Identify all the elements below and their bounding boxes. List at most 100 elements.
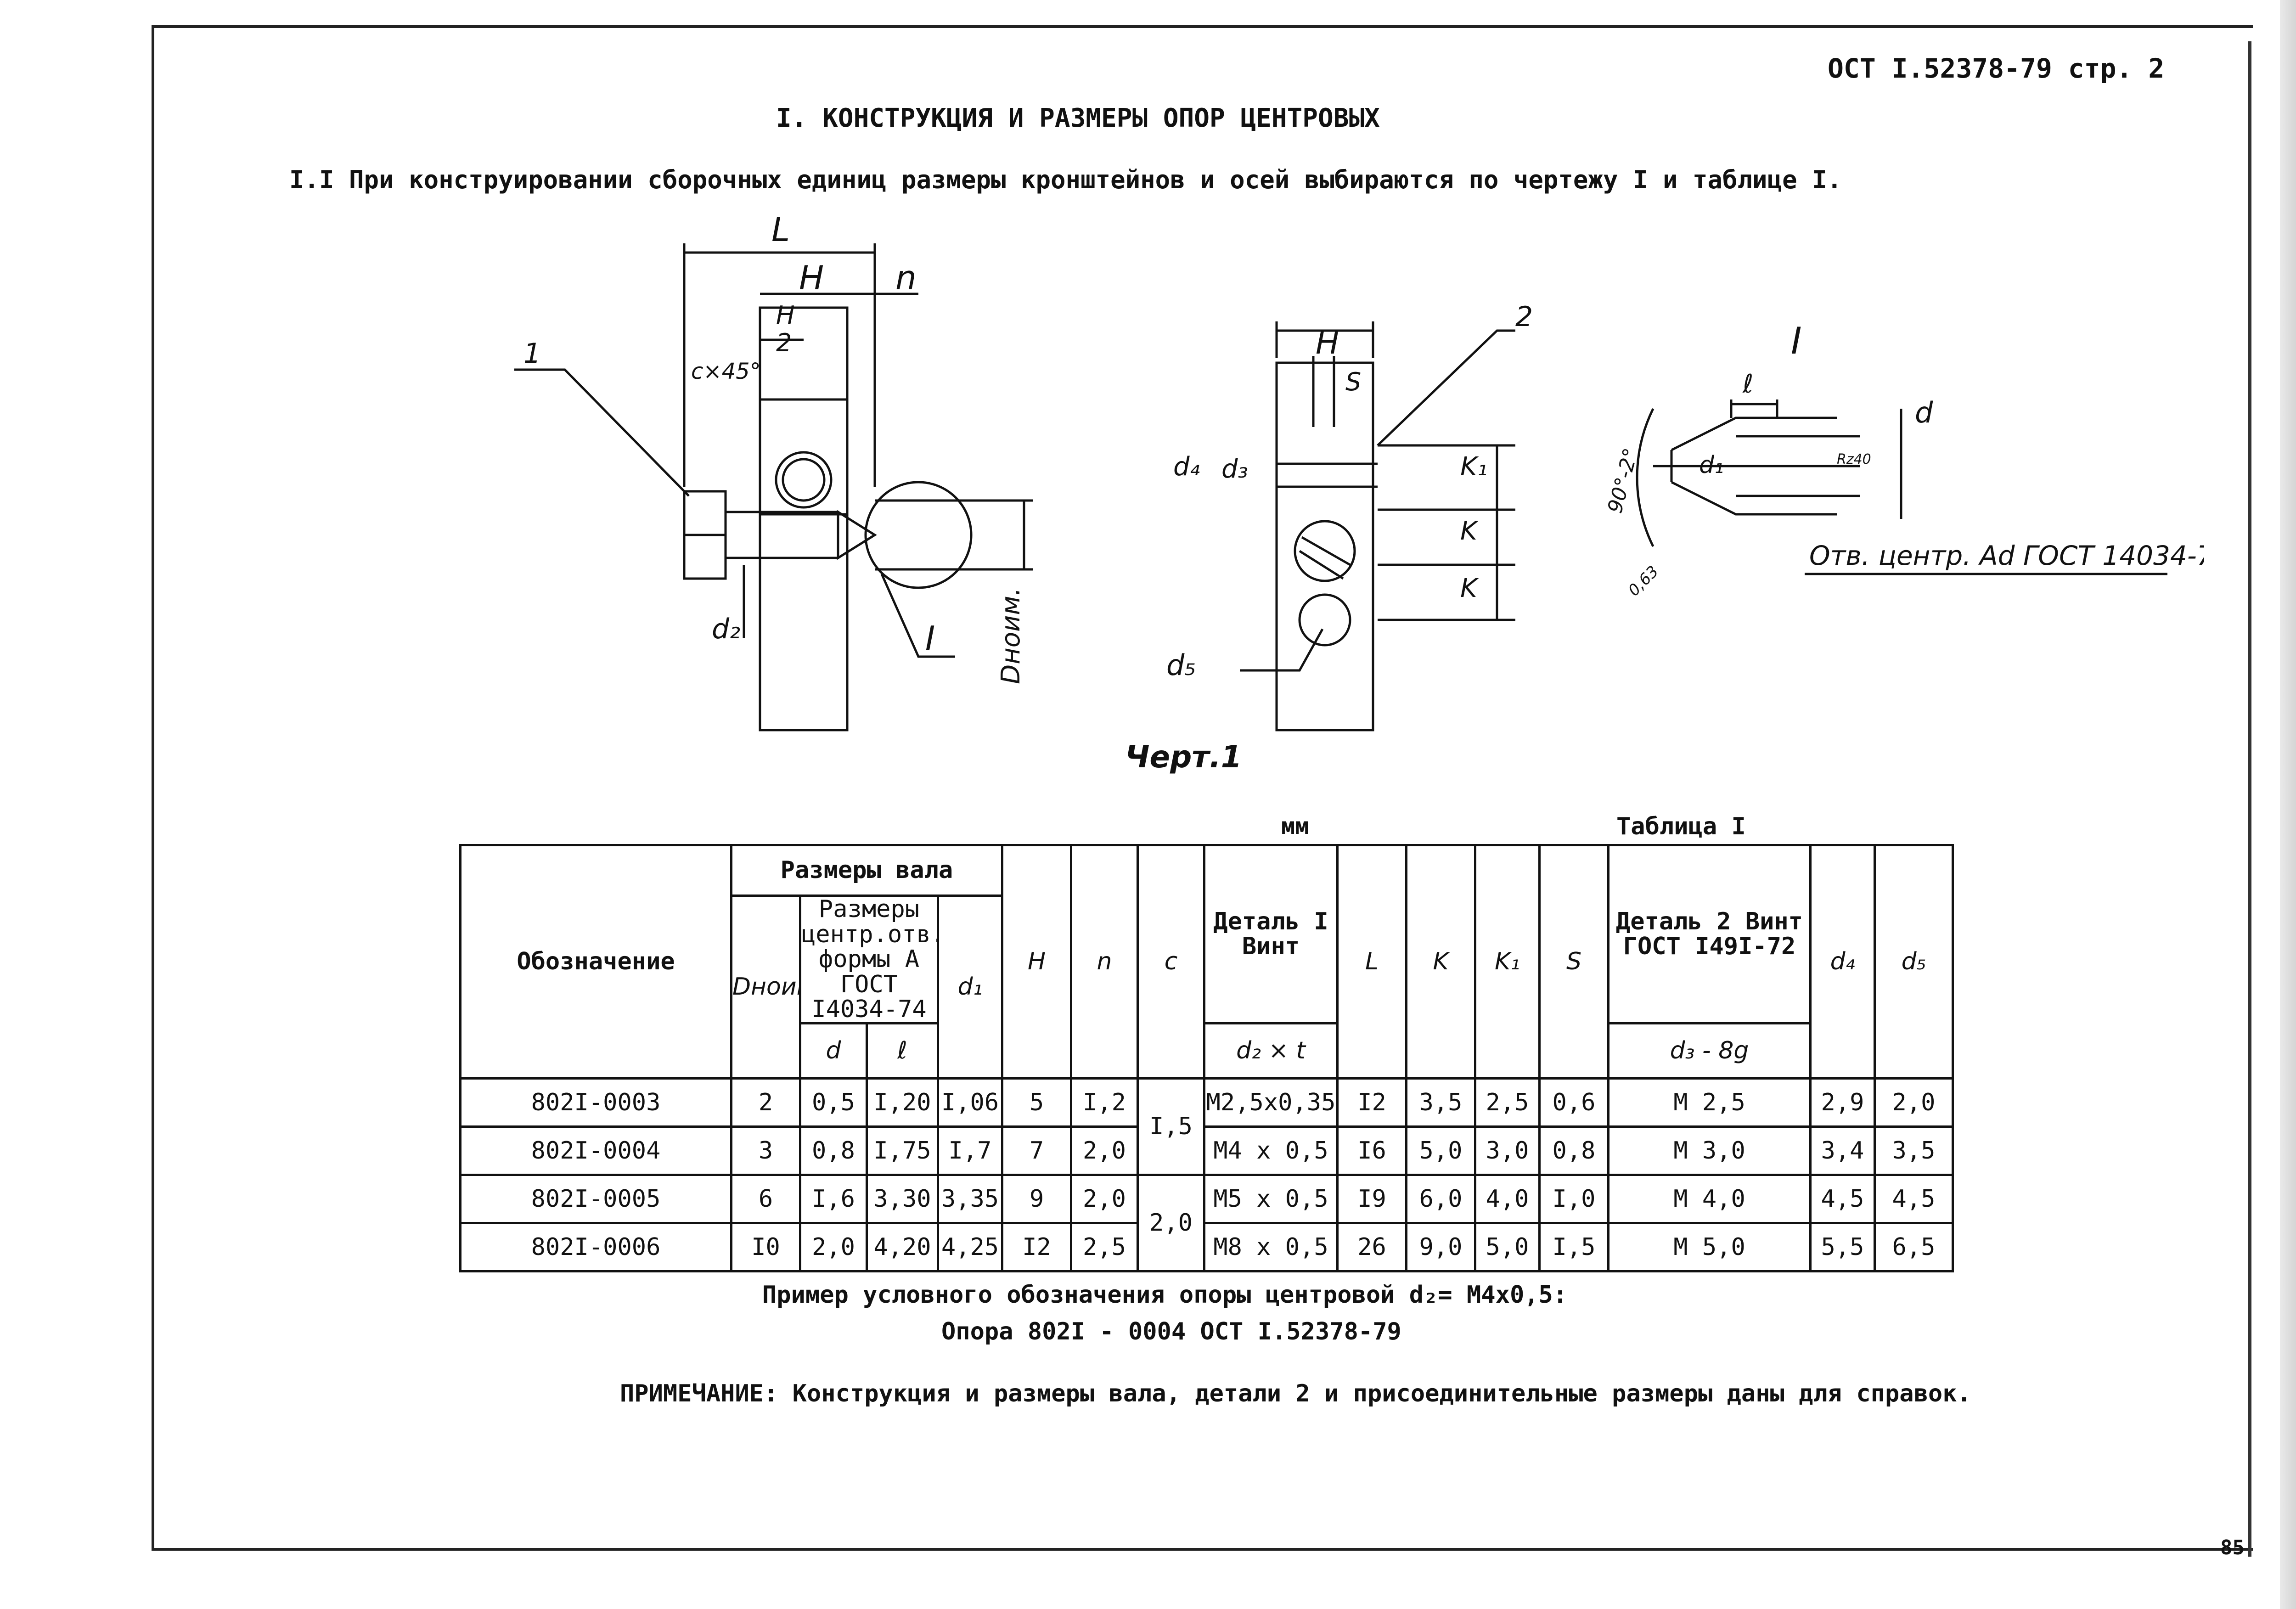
dim-H2-num: H	[776, 301, 795, 330]
cell-S: 0,8	[1538, 1125, 1609, 1176]
header-S: S	[1538, 844, 1609, 1080]
screw-tip	[837, 510, 877, 560]
cell-L: I9	[1336, 1173, 1407, 1224]
leader-2: 2	[1515, 301, 1533, 333]
cell-n: I,2	[1070, 1077, 1139, 1128]
section-hole-upper	[1294, 520, 1356, 582]
cell-dnom: I0	[730, 1221, 801, 1272]
dim-d3: d₃	[1221, 454, 1248, 484]
cell-d2t: M5 x 0,5	[1203, 1173, 1339, 1224]
header-detail2: Деталь 2 Винт ГОСТ I49I-72	[1607, 844, 1812, 1024]
header-d3: d₃ - 8g	[1607, 1022, 1812, 1080]
cell-d3: M 3,0	[1607, 1125, 1812, 1176]
dim-d2: d₂	[712, 613, 740, 645]
header-dnom: Dноим	[730, 895, 801, 1080]
section-body	[1275, 361, 1374, 731]
table-row: 802I-0003 2 0,5 I,20 I,06 5 I,2 I,5 M2,5…	[459, 1077, 1954, 1176]
section-hole-lower	[1298, 593, 1351, 647]
bracket-body	[759, 306, 849, 731]
header-K: K	[1405, 844, 1476, 1080]
dim-H-2: H	[1316, 325, 1339, 361]
table-label: Таблица I	[1616, 813, 1746, 840]
cell-d2t: M4 x 0,5	[1203, 1125, 1339, 1176]
dim-H2-den: 2	[776, 328, 792, 357]
spec-table: Обозначение Размеры вала H n c Деталь I …	[459, 844, 1954, 1272]
cell-d4: 4,5	[1809, 1173, 1876, 1224]
header-d2t: d₂ × t	[1203, 1022, 1339, 1080]
dim-K-b: K	[1460, 574, 1479, 603]
dim-d4: d₄	[1173, 452, 1200, 482]
view-3-detail	[1636, 399, 2167, 575]
table-row: 802I-0005 6 I,6 3,30 3,35 9 2,0 2,0 M5 x…	[459, 1173, 1954, 1272]
cell-d3: M 2,5	[1607, 1077, 1812, 1128]
cell-c-group-1: I,5	[1137, 1077, 1205, 1176]
cell-H: 5	[1001, 1077, 1072, 1128]
cell-dnom: 6	[730, 1173, 801, 1224]
cell-d1: I,7	[937, 1125, 1003, 1176]
cell-K: 6,0	[1405, 1173, 1476, 1224]
technical-drawing: L H n H 2 c×45° 1 d₂ I Dноим. H S d₄ d₃	[514, 216, 2204, 731]
cell-d1: 4,25	[937, 1221, 1003, 1272]
cell-L: I2	[1336, 1077, 1407, 1128]
cell-d4: 5,5	[1809, 1221, 1876, 1272]
cell-K1: 4,0	[1474, 1173, 1541, 1224]
cell-d3: M 5,0	[1607, 1221, 1812, 1272]
cell-dnom: 2	[730, 1077, 801, 1128]
dim-K1: K₁	[1460, 452, 1487, 482]
section-title: I. КОНСТРУКЦИЯ И РАЗМЕРЫ ОПОР ЦЕНТРОВЫХ	[776, 103, 1380, 133]
cell-designation: 802I-0003	[459, 1077, 732, 1128]
dim-chamfer: c×45°	[691, 359, 761, 384]
page-number: 85	[2220, 1536, 2245, 1559]
note: ПРИМЕЧАНИЕ: Конструкция и размеры вала, …	[620, 1380, 1971, 1407]
cell-l: I,75	[866, 1125, 939, 1176]
cell-n: 2,0	[1070, 1173, 1139, 1224]
standard-reference: ОСТ I.52378-79 стр. 2	[1828, 53, 2165, 84]
header-l: ℓ	[866, 1022, 939, 1080]
cell-d5: 3,5	[1874, 1125, 1954, 1176]
header-d5: d₅	[1874, 844, 1954, 1080]
cell-l: 3,30	[866, 1173, 939, 1224]
dim-d5: d₅	[1166, 648, 1196, 682]
cell-K: 5,0	[1405, 1125, 1476, 1176]
header-d1: d₁	[937, 895, 1003, 1080]
header-shaft-dims: Размеры вала	[730, 844, 1003, 897]
surface-roughness: Rz40	[1837, 451, 1871, 467]
page-frame	[152, 25, 2253, 1551]
drawing-caption: Черт.1	[1125, 739, 1242, 775]
cell-S: 0,6	[1538, 1077, 1609, 1128]
cell-d2t: M2,5x0,35	[1203, 1077, 1339, 1128]
cell-d1: I,06	[937, 1077, 1003, 1128]
cell-d1: 3,35	[937, 1173, 1003, 1224]
dim-L: L	[771, 216, 790, 249]
cell-K1: 3,0	[1474, 1125, 1541, 1176]
table-row: 802I-0006 I0 2,0 4,20 4,25 I2 2,5 M8 x 0…	[459, 1221, 1954, 1272]
cell-d5: 4,5	[1874, 1173, 1954, 1224]
dim-S: S	[1345, 367, 1361, 396]
cell-d: 0,5	[799, 1077, 868, 1128]
cell-d: 0,8	[799, 1125, 868, 1176]
cell-designation: 802I-0005	[459, 1173, 732, 1224]
cell-K: 9,0	[1405, 1221, 1476, 1272]
dim-n: n	[895, 259, 917, 297]
cell-c-group-2: 2,0	[1137, 1173, 1205, 1272]
detail-title-I: I	[1791, 320, 1802, 362]
bracket-hole	[782, 458, 826, 502]
cell-K: 3,5	[1405, 1077, 1476, 1128]
header-L: L	[1336, 844, 1407, 1080]
example-line-1: Пример условного обозначения опоры центр…	[762, 1281, 1568, 1309]
cell-d5: 2,0	[1874, 1077, 1954, 1128]
leader-1: 1	[523, 338, 541, 370]
header-designation: Обозначение	[459, 844, 732, 1080]
cell-L: 26	[1336, 1221, 1407, 1272]
cell-dnom: 3	[730, 1125, 801, 1176]
table-units: мм	[1281, 813, 1309, 839]
cell-l: 4,20	[866, 1221, 939, 1272]
header-H: H	[1001, 844, 1072, 1080]
cell-d5: 6,5	[1874, 1221, 1954, 1272]
scan-edge	[2280, 0, 2296, 1609]
header-center-hole: Размеры центр.отв. формы А ГОСТ I4034-74	[799, 895, 939, 1024]
cell-d2t: M8 x 0,5	[1203, 1221, 1339, 1272]
cell-d3: M 4,0	[1607, 1173, 1812, 1224]
cell-H: 7	[1001, 1125, 1072, 1176]
cell-n: 2,0	[1070, 1125, 1139, 1176]
